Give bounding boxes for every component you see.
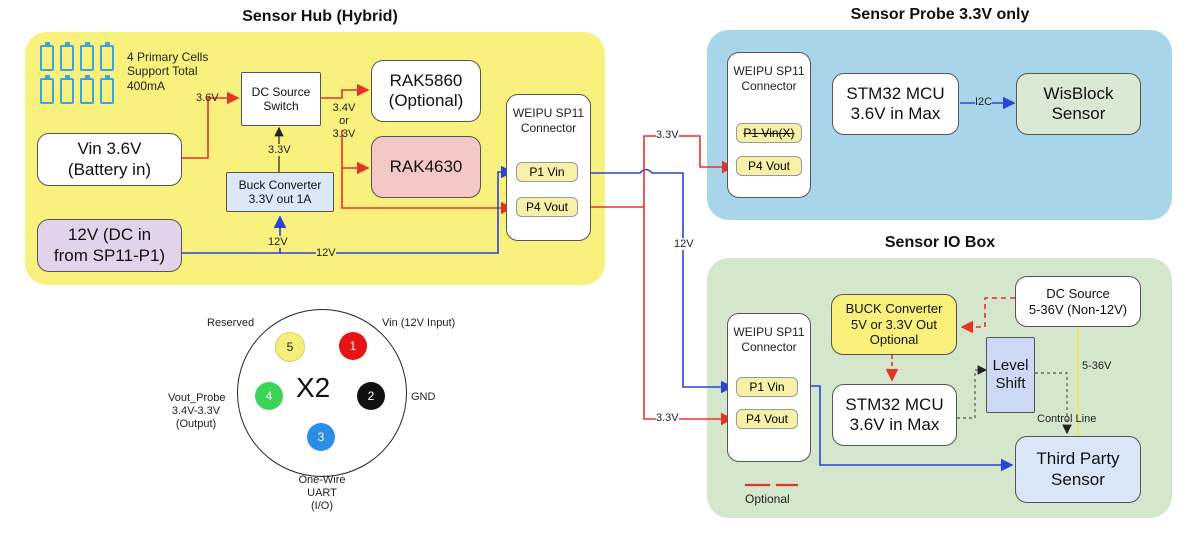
battery-cell-icon — [60, 75, 74, 104]
battery-cell-icon — [100, 42, 114, 71]
x2-pin-2: 2 — [357, 382, 385, 410]
wire-12v-to-buck — [182, 215, 287, 254]
wire-12v-to-p1 — [280, 165, 514, 254]
control-line-label: Control Line — [1037, 413, 1097, 425]
probe-stm32-mcu: STM32 MCU 3.6V in Max — [832, 73, 959, 135]
iobox-pin-p4-vout: P4 Vout — [736, 409, 798, 429]
5-36v-label: 5-36V — [1082, 360, 1112, 372]
battery-cell-icon — [40, 42, 54, 71]
wire-vin-to-switch — [182, 91, 240, 159]
rak4630-module: RAK4630 — [371, 136, 481, 198]
hub-pin-p1-vin: P1 Vin — [516, 162, 578, 182]
x2-pin-4-label: Vout_Probe 3.4V-3.3V (Output) — [168, 392, 226, 431]
vin-battery-input: Vin 3.6V (Battery in) — [37, 133, 182, 186]
probe-pin-p1-vin-disabled: P1 Vin(X) — [736, 123, 802, 143]
x2-pin-3: 3 — [307, 423, 335, 451]
battery-cell-icon — [40, 75, 54, 104]
probe-connector-title: WEIPU SP11 Connector — [733, 64, 805, 93]
dc-source-switch: DC Source Switch — [241, 72, 321, 126]
wire-mcu-to-level — [957, 365, 988, 419]
label-12v-cross: 12V — [674, 238, 694, 250]
probe-pin-p4-vout: P4 Vout — [736, 156, 802, 176]
wire-hub-p1-to-io-p1 — [578, 168, 734, 394]
label-3v6: 3.6V — [196, 92, 219, 104]
hub-connector-title: WEIPU SP11 Connector — [512, 106, 585, 135]
x2-title: X2 — [296, 372, 331, 403]
battery-cell-icon — [100, 75, 114, 104]
label-12v-buck: 12V — [268, 236, 288, 248]
level-shift: Level Shift — [986, 337, 1035, 413]
rak5860-module: RAK5860 (Optional) — [371, 60, 481, 122]
label-3v4-or-3v3: 3.4V or 3.3V — [332, 102, 356, 141]
sensor-probe-title: Sensor Probe 3.3V only — [850, 6, 1030, 23]
x2-connector — [237, 309, 407, 477]
label-3v3-buck: 3.3V — [268, 144, 291, 156]
optional-legend-label: Optional — [745, 492, 790, 506]
x2-pin-1: 1 — [339, 332, 367, 360]
x2-pin-4: 4 — [255, 382, 283, 410]
iobox-connector-title: WEIPU SP11 Connector — [733, 325, 805, 354]
battery-cell-icon — [60, 42, 74, 71]
x2-pin-1-label: Vin (12V Input) — [382, 317, 456, 329]
wire-switch-to-p4 — [341, 168, 514, 215]
x2-pin-5-label: Reserved — [207, 317, 255, 329]
iobox-pin-p1-vin: P1 Vin — [736, 377, 798, 397]
wire-hub-p4-to-io-p4 — [643, 207, 734, 426]
sensor-hub-title: Sensor Hub (Hybrid) — [242, 8, 398, 25]
buck-converter-hub: Buck Converter 3.3V out 1A — [226, 172, 334, 212]
wire-switch-to-rak5860 — [320, 83, 370, 99]
iobox-buck-converter: BUCK Converter 5V or 3.3V Out Optional — [831, 294, 957, 355]
battery-description: 4 Primary Cells Support Total 400mA — [127, 50, 209, 93]
wire-hub-p4-to-probe-p4 — [578, 135, 735, 208]
x2-pin-2-label: GND — [411, 391, 436, 403]
iobox-stm32-mcu: STM32 MCU 3.6V in Max — [832, 384, 957, 446]
hub-pin-p4-vout: P4 Vout — [516, 197, 578, 217]
battery-cells-icon — [40, 42, 122, 108]
battery-cell-icon — [80, 42, 94, 71]
label-12v-line: 12V — [316, 247, 336, 259]
x2-pin-5: 5 — [275, 332, 305, 362]
sensor-io-box-title: Sensor IO Box — [884, 234, 996, 251]
dc-source-5-36v: DC Source 5-36V (Non-12V) — [1015, 276, 1141, 327]
label-3v3-to-probe: 3.3V — [656, 129, 679, 141]
label-3v3-to-iobox: 3.3V — [656, 412, 679, 424]
battery-cell-icon — [80, 75, 94, 104]
wire-dc-to-buck-optional — [960, 297, 1015, 334]
12v-dc-input: 12V (DC in from SP11-P1) — [37, 219, 182, 272]
wire-level-to-third-party — [1035, 372, 1072, 435]
x2-pin-3-label: One-Wire UART (I/O) — [298, 474, 346, 513]
third-party-sensor: Third Party Sensor — [1015, 436, 1141, 503]
wisblock-sensor: WisBlock Sensor — [1016, 73, 1141, 135]
i2c-label: I2C — [975, 96, 993, 108]
